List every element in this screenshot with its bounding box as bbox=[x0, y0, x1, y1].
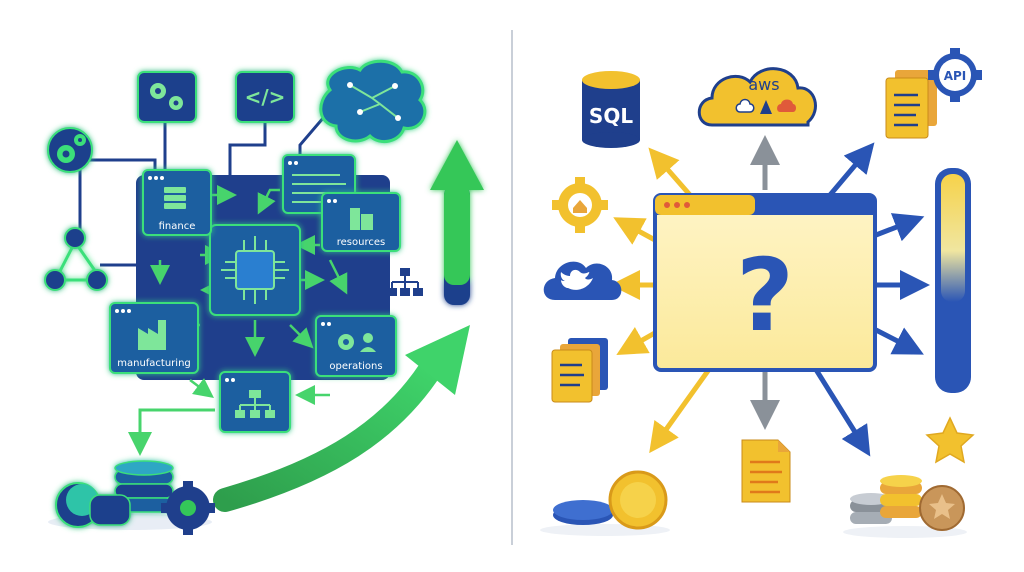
twitter-cloud-icon bbox=[543, 261, 622, 300]
progress-bar-fill bbox=[941, 174, 965, 302]
operations-label: operations bbox=[329, 361, 382, 372]
progress-bar-icon bbox=[935, 168, 971, 393]
code-box bbox=[235, 71, 295, 123]
cloud-provider-icons bbox=[735, 98, 796, 114]
gear-icon-right bbox=[552, 177, 608, 233]
outgoing-arrows bbox=[610, 135, 930, 457]
unknown-window bbox=[653, 193, 877, 372]
question-mark: ? bbox=[736, 237, 794, 354]
finance-label: finance bbox=[159, 221, 196, 232]
org-chart-window bbox=[219, 371, 291, 433]
resources-label: resources bbox=[337, 237, 385, 248]
building-icon bbox=[350, 208, 373, 230]
org-chart-icon-small bbox=[387, 268, 423, 296]
gears-box bbox=[137, 71, 197, 123]
resources-module bbox=[321, 192, 401, 252]
growth-up-arrow bbox=[430, 140, 484, 305]
api-gear-icon bbox=[928, 48, 982, 102]
document-stack-icon bbox=[885, 70, 937, 139]
processor-chip-icon bbox=[209, 224, 301, 316]
database-icon bbox=[582, 71, 640, 148]
coin-stack-icon bbox=[48, 460, 212, 530]
right-panel: ? SQL aws bbox=[540, 48, 982, 538]
gear-person-icon bbox=[338, 333, 376, 352]
database-stack-icon bbox=[164, 187, 186, 209]
coin-stack-icon-right bbox=[843, 475, 967, 538]
star-icon bbox=[925, 416, 975, 464]
people-network-icon bbox=[44, 227, 108, 291]
growth-curve-arrow bbox=[213, 325, 470, 512]
document-icon bbox=[741, 439, 791, 503]
manufacturing-label: manufacturing bbox=[117, 358, 191, 369]
code-icon: </> bbox=[245, 85, 286, 109]
gears-icon bbox=[150, 83, 183, 110]
operations-module bbox=[315, 315, 397, 377]
left-panel: </> bbox=[44, 59, 484, 535]
org-chart-icon bbox=[235, 390, 275, 418]
files-icon bbox=[551, 338, 608, 403]
finance-module bbox=[142, 169, 212, 236]
aws-label: aws bbox=[748, 75, 779, 94]
brain-circuit-icon bbox=[319, 59, 427, 144]
api-label: API bbox=[944, 69, 967, 83]
manufacturing-module bbox=[109, 302, 199, 374]
coin-icon bbox=[540, 470, 670, 536]
gears-icon-side bbox=[47, 127, 93, 173]
top-connectors bbox=[78, 109, 332, 267]
factory-icon bbox=[138, 320, 166, 350]
gear-icon bbox=[161, 481, 215, 535]
sql-label: SQL bbox=[589, 104, 633, 128]
flow-to-coins-arrow bbox=[128, 408, 215, 456]
